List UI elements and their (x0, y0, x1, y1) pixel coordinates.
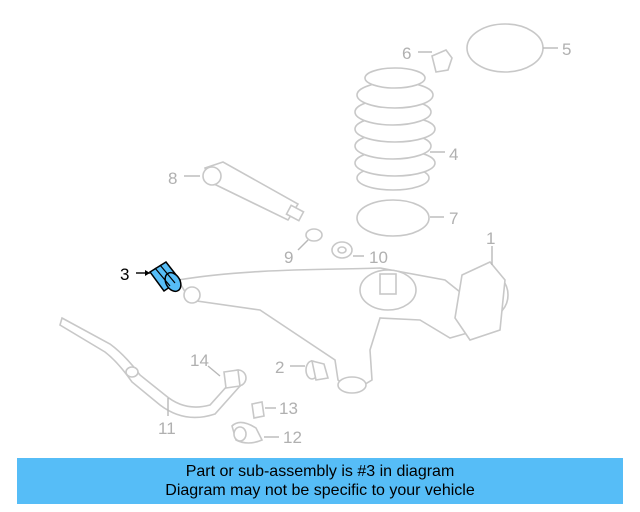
callout-1[interactable]: 1 (486, 229, 495, 248)
callout-4[interactable]: 4 (449, 145, 458, 164)
callout-6[interactable]: 6 (402, 44, 411, 63)
callout-2[interactable]: 2 (275, 358, 284, 377)
callout-8[interactable]: 8 (168, 169, 177, 188)
callout-3[interactable]: 3 (120, 265, 129, 284)
part-12-bracket (231, 421, 264, 444)
part-8-shock-absorber (202, 161, 305, 222)
callout-10[interactable]: 10 (369, 248, 388, 267)
notice-line-1: Part or sub-assembly is #3 in diagram (185, 463, 455, 480)
diagram-notice-banner: Part or sub-assembly is #3 in diagram Di… (17, 458, 623, 504)
part-1-control-arm (176, 261, 509, 394)
parts-diagram: 5 6 4 7 8 9 10 (59, 23, 571, 447)
part-11-stabilizer-bar (59, 316, 242, 419)
callout-14[interactable]: 14 (190, 351, 209, 370)
part-10-mount (331, 241, 353, 259)
part-9-washer (305, 228, 323, 242)
part-13-clip (251, 401, 265, 419)
callout-12[interactable]: 12 (283, 428, 302, 447)
part-4-coil-spring (354, 67, 436, 191)
callout-5[interactable]: 5 (562, 40, 571, 59)
part-3-bushing (148, 261, 182, 293)
callout-9[interactable]: 9 (284, 248, 293, 267)
part-6-bump-stop (431, 49, 453, 73)
part-7-seat-ring (356, 199, 430, 237)
callout-13[interactable]: 13 (279, 399, 298, 418)
part-5-ring (466, 23, 544, 73)
part-2-bushing (305, 359, 330, 381)
callout-7[interactable]: 7 (449, 209, 458, 228)
part-14-link (223, 369, 247, 389)
notice-line-2: Diagram may not be specific to your vehi… (165, 482, 475, 499)
callout-11[interactable]: 11 (158, 419, 176, 438)
